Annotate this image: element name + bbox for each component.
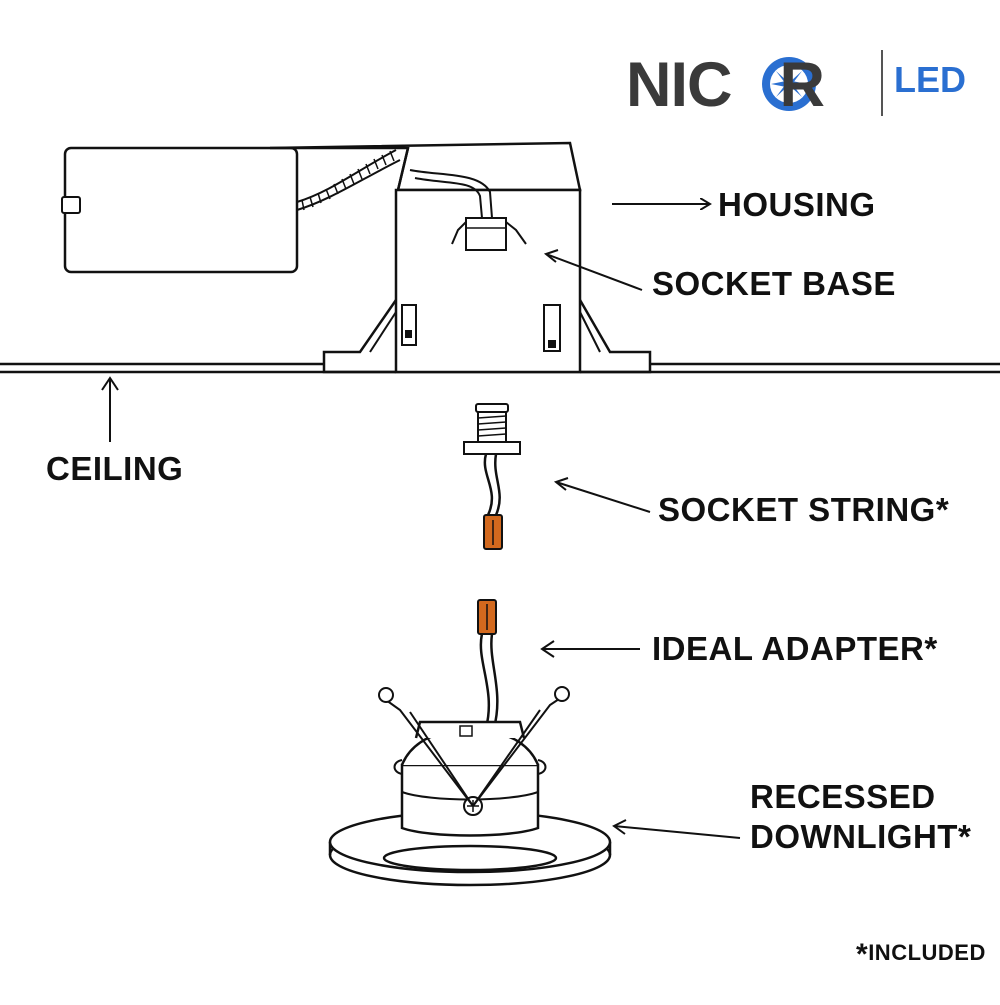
ideal-adapter bbox=[477, 599, 499, 729]
brand-name: NICOR bbox=[626, 50, 825, 120]
label-recessed: RECESSED bbox=[750, 778, 936, 815]
footnote-star: * bbox=[856, 938, 869, 971]
callout-arrows bbox=[101, 204, 741, 839]
brand-logo: NICOR bbox=[626, 54, 825, 117]
socket-string bbox=[463, 403, 521, 550]
arrow-socket-base bbox=[545, 253, 643, 291]
footnote-text: INCLUDED bbox=[868, 940, 986, 965]
socket-base bbox=[451, 217, 527, 251]
label-socket-string: SOCKET STRING* bbox=[658, 491, 950, 528]
label-ideal-adapter: IDEAL ADAPTER* bbox=[652, 630, 938, 667]
logo-star-icon bbox=[762, 57, 816, 111]
label-ceiling: CEILING bbox=[46, 450, 184, 487]
brand-suffix: LED bbox=[894, 59, 966, 100]
junction-box bbox=[61, 146, 299, 274]
label-housing: HOUSING bbox=[718, 186, 876, 223]
label-socket-base: SOCKET BASE bbox=[652, 265, 896, 302]
flex-conduit bbox=[296, 149, 401, 211]
recessed-housing bbox=[269, 141, 652, 374]
logo-divider bbox=[881, 50, 883, 116]
label-downlight: DOWNLIGHT* bbox=[750, 818, 972, 855]
arrow-recessed-downlight bbox=[613, 825, 741, 839]
arrow-socket-string bbox=[555, 481, 651, 513]
recessed-downlight bbox=[328, 686, 612, 887]
footnote-included: *INCLUDED bbox=[856, 940, 986, 970]
